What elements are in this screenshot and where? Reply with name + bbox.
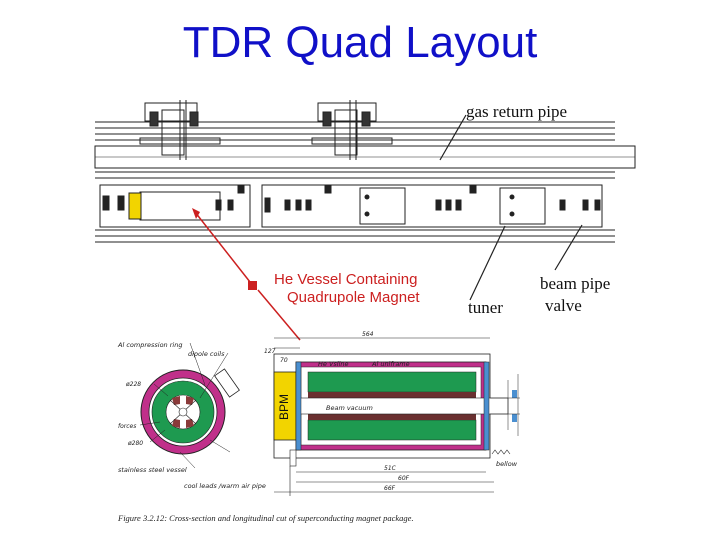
- callout-marker: [248, 281, 257, 290]
- callout-line-2: Quadrupole Magnet: [287, 289, 420, 306]
- callout-line-1: He Vessel Containing: [274, 271, 417, 288]
- callout-arrowhead-up: [192, 208, 200, 219]
- dipole-coils-note: dipole coils: [188, 350, 225, 358]
- beam-vacuum-note: Beam vacuum: [326, 404, 373, 412]
- dim-127: 127: [264, 348, 276, 355]
- valve-label: valve: [545, 296, 582, 315]
- coil-leads-note: cool leads /warm air pipe: [184, 482, 266, 490]
- cross-section-leaders: [139, 342, 231, 469]
- al-ring-note: Al compression ring: [117, 341, 182, 349]
- gas-return-pipe-label: gas return pipe: [466, 102, 567, 121]
- bellow-note: bellow: [496, 460, 518, 468]
- dim-top: 564: [362, 331, 374, 338]
- dim-bot-3: 66F: [384, 485, 396, 492]
- cryomodule-drawing: [94, 100, 636, 243]
- gas-return-pointer: [439, 114, 467, 161]
- diameter-1-note: ø228: [125, 381, 141, 388]
- tuner-pointer: [469, 225, 506, 301]
- dim-70: 70: [280, 357, 288, 364]
- al-frame-note: Al uniframe: [371, 360, 410, 368]
- tuner-label: tuner: [468, 298, 503, 317]
- beam-pipe-label: beam pipe: [540, 274, 610, 293]
- valve-pointer: [554, 224, 583, 271]
- magnet-cross-section: [140, 368, 240, 455]
- dim-bot-2: 60F: [398, 475, 410, 482]
- he-vessel-note: He Vsline: [318, 360, 349, 368]
- figure-caption: Figure 3.2.12: Cross-section and longitu…: [117, 513, 414, 523]
- stainless-vessel-note: stainless steel vessel: [118, 466, 187, 474]
- callout-arrow-down: [257, 289, 301, 341]
- callout-arrow-up: [194, 211, 251, 283]
- quad-highlight: [128, 192, 142, 220]
- page-title: TDR Quad Layout: [182, 18, 538, 67]
- bpm-label: BPM: [277, 394, 291, 420]
- dim-bot-1: 51C: [384, 465, 397, 472]
- forces-note: forces: [118, 423, 136, 430]
- magnet-longitudinal-cut: [273, 337, 520, 496]
- diameter-2-note: ø280: [127, 440, 143, 447]
